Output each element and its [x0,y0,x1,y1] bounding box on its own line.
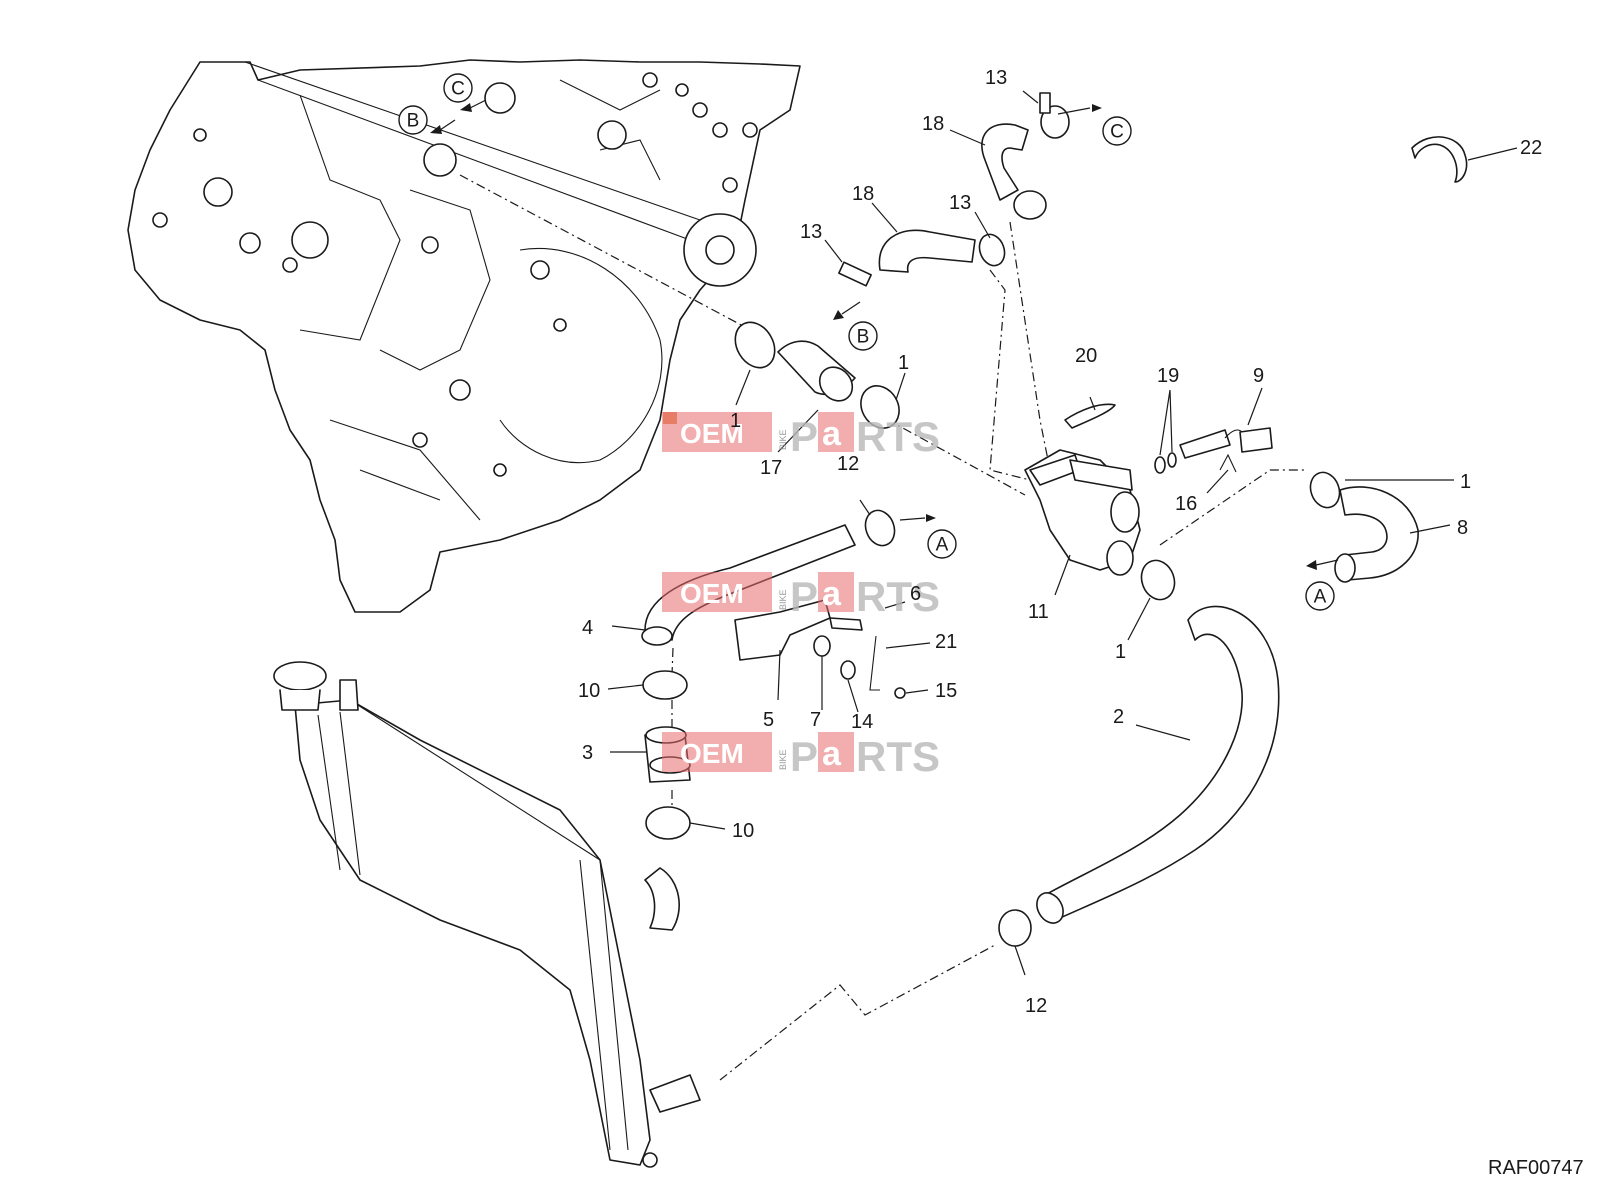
callout-13-middle: 13 [949,192,971,214]
callout-10-lower: 10 [732,820,754,842]
callout-10-upper: 10 [578,680,600,702]
hose-18-lower [878,229,976,273]
callout-18-upper: 18 [922,113,944,135]
callout-1-clamp-17-right: 1 [898,352,909,374]
svg-text:a: a [822,575,842,613]
callout-13-top: 13 [985,67,1007,89]
svg-text:RTS: RTS [856,573,940,620]
callout-7: 7 [810,709,821,731]
svg-text:B: B [857,327,870,348]
svg-text:RTS: RTS [856,413,940,460]
callout-20: 20 [1075,345,1097,367]
hose-2 [1044,605,1280,919]
callout-4: 4 [582,617,593,639]
callout-15: 15 [935,680,957,702]
svg-text:OEM: OEM [680,578,744,609]
callout-12-bottom: 12 [1025,995,1047,1017]
hose-18-upper [981,123,1029,201]
callout-16: 16 [1175,493,1197,515]
svg-text:A: A [1314,587,1327,608]
svg-text:P: P [790,413,818,460]
svg-text:BIKE: BIKE [778,429,788,450]
svg-text:BIKE: BIKE [778,589,788,610]
reference-b-engine: B [398,105,428,135]
callout-18-lower: 18 [852,183,874,205]
callout-8: 8 [1457,517,1468,539]
callout-1-thermostat: 1 [1115,641,1126,663]
engine-block [127,59,801,613]
svg-text:P: P [790,573,818,620]
watermark-1: OEM BIKE P a RTS [662,412,940,460]
callout-2: 2 [1113,706,1124,728]
leader-lines [430,90,1518,976]
reference-b-hose: B [848,321,878,351]
callout-12-top: 12 [837,453,859,475]
reference-c-hose: C [1102,116,1132,146]
watermark-2: OEM BIKE P a RTS [662,572,940,620]
callout-3: 3 [582,742,593,764]
reference-c-engine: C [443,73,473,103]
callout-22: 22 [1520,137,1542,159]
callout-11: 11 [1028,601,1049,623]
svg-text:OEM: OEM [680,738,744,769]
svg-text:a: a [822,735,842,773]
callout-14: 14 [851,711,873,733]
svg-text:A: A [936,535,949,556]
connection-lines [459,174,1305,1081]
reference-a-hose-8: A [1305,581,1335,611]
svg-text:BIKE: BIKE [778,749,788,770]
reference-a-hose-4: A [927,529,957,559]
callout-6: 6 [910,583,921,605]
callout-5: 5 [763,709,774,731]
svg-text:RTS: RTS [856,733,940,780]
svg-text:C: C [1110,122,1124,143]
hose-8 [1339,486,1419,581]
svg-text:a: a [822,415,842,453]
drawing-code: RAF00747 [1488,1157,1584,1179]
callout-1-clamp-17-left: 1 [730,410,741,432]
callout-13-left: 13 [800,221,822,243]
callout-9: 9 [1253,365,1264,387]
watermark-3: OEM BIKE P a RTS [662,732,940,780]
callout-21: 21 [935,631,957,653]
svg-text:C: C [451,79,465,100]
svg-text:OEM: OEM [680,418,744,449]
callout-17: 17 [760,457,782,479]
callout-1-hose-8: 1 [1460,471,1471,493]
svg-text:B: B [407,111,420,132]
watermarks: OEM BIKE P a RTS OEM BIKE P a RTS OEM BI… [662,412,940,780]
reference-markers: C B C B A A [398,73,1335,611]
parts [641,92,1468,947]
callout-19: 19 [1157,365,1179,387]
bracket-5 [734,599,831,661]
callout-labels: 13 18 18 13 13 1 1 17 20 19 9 16 1 8 11 … [578,67,1542,1017]
radiator [273,661,701,1168]
svg-text:P: P [790,733,818,780]
